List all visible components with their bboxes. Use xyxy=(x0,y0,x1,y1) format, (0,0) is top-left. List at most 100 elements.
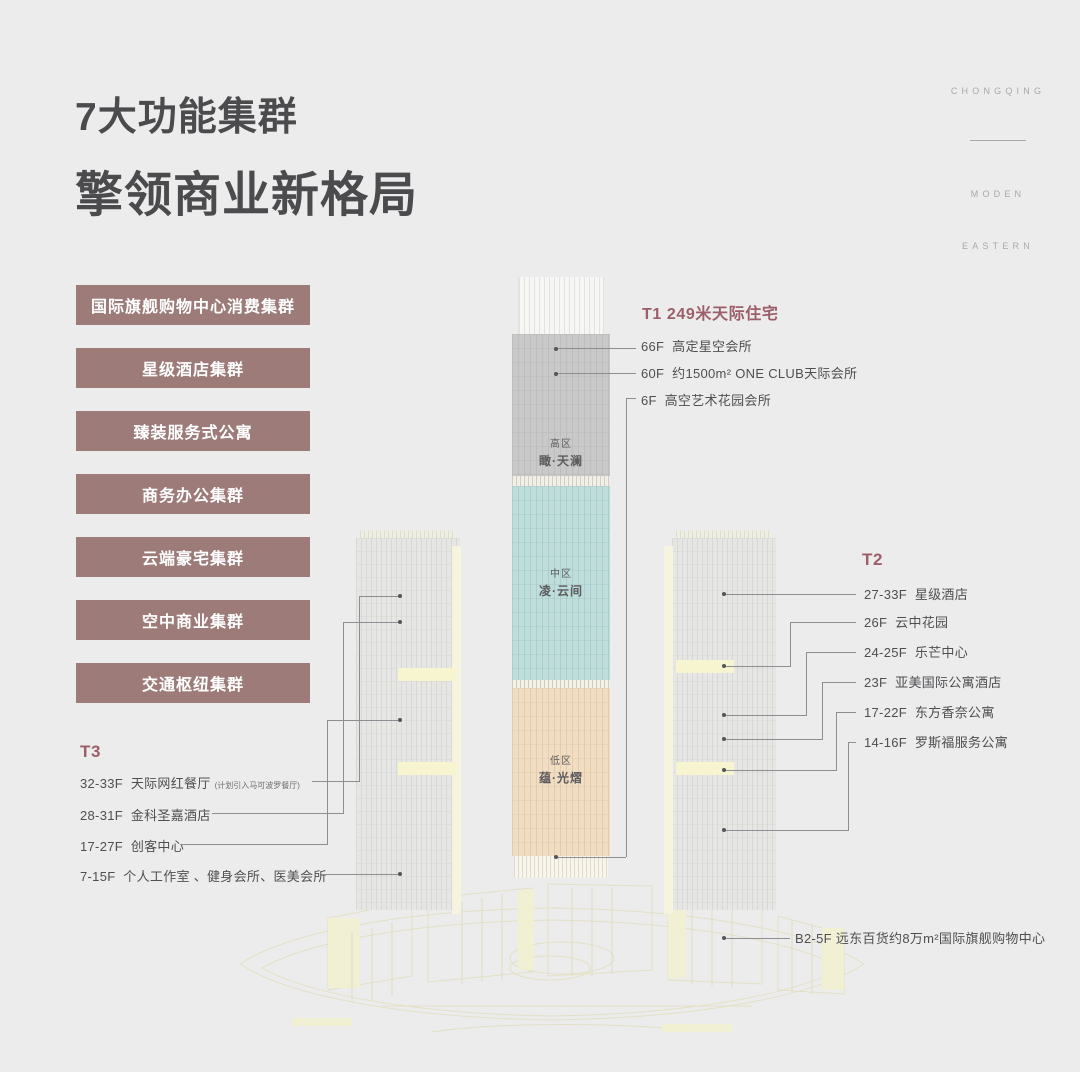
brand-word-chongqing: CHONGQING xyxy=(950,86,1046,96)
t2-leader-dot-5 xyxy=(722,768,726,772)
floor-text: 个人工作室 、健身会所、医美会所 xyxy=(123,869,327,884)
t2-item-4: 23F 亚美国际公寓酒店 xyxy=(864,672,1002,691)
floor-range: 60F xyxy=(641,366,665,381)
t2-leader-line-3b xyxy=(806,652,807,716)
t2-leader-line-5b xyxy=(836,712,837,771)
t1-base xyxy=(514,856,608,878)
t2-tower-edge xyxy=(664,546,673,914)
brand-stack: CHONGQING MODEN EASTERN xyxy=(938,84,1058,253)
t2-leader-dot-4 xyxy=(722,737,726,741)
floor-range: 17-27F xyxy=(80,839,123,854)
t2-leader-line-3a xyxy=(726,715,806,716)
podium-item: B2-5F 远东百货约8万m²国际旗舰购物中心 xyxy=(795,931,1046,946)
t3-item-1: 32-33F 天际网红餐厅 (计划引入马可波罗餐厅) xyxy=(80,773,300,792)
page-title-line-1: 7大功能集群 xyxy=(75,96,298,139)
t2-leader-line-4a xyxy=(726,739,822,740)
t2-leader-line-6a xyxy=(726,830,848,831)
t2-leader-line-2c xyxy=(790,622,856,623)
cluster-item-3[interactable]: 臻装服务式公寓 xyxy=(76,411,310,451)
t1-zone-label-mid: 中区 凌·云间 xyxy=(512,568,610,600)
floor-range: 6F xyxy=(641,393,657,408)
t3-item-4: 7-15F 个人工作室 、健身会所、医美会所 xyxy=(80,866,327,885)
t2-item-2: 26F 云中花园 xyxy=(864,612,948,631)
t2-leader-line-4c xyxy=(822,682,856,683)
t2-leader-line-6b xyxy=(848,742,849,831)
t3-leader-line-4 xyxy=(322,874,399,875)
floor-range: 23F xyxy=(864,675,888,690)
t1-low-zone xyxy=(512,688,610,856)
t3-tower-body xyxy=(356,538,460,910)
t2-leader-dot-1 xyxy=(722,592,726,596)
t2-item-1: 27-33F 星级酒店 xyxy=(864,584,968,603)
zone-name: 瞰·天澜 xyxy=(539,453,583,468)
cluster-item-5[interactable]: 云端豪宅集群 xyxy=(76,537,310,577)
t2-leader-line-2a xyxy=(726,666,790,667)
floor-text: 东方香奈公寓 xyxy=(914,705,995,720)
t1-leader-dot-60f xyxy=(554,372,558,376)
t1-leader-line-60f xyxy=(558,373,636,374)
t1-high-zone xyxy=(512,334,610,476)
cluster-label: 臻装服务式公寓 xyxy=(133,425,253,442)
t3-title: T3 xyxy=(80,742,102,761)
t3-leader-line-1a xyxy=(312,781,360,782)
t3-leader-dot-1 xyxy=(398,594,402,598)
floor-range: 32-33F xyxy=(80,776,123,791)
cluster-item-6[interactable]: 空中商业集群 xyxy=(76,600,310,640)
floor-range: 24-25F xyxy=(864,645,907,660)
t1-leader-line-6f-top xyxy=(626,398,636,399)
t2-leader-line-5c xyxy=(836,712,856,713)
t3-leader-line-2c xyxy=(343,622,399,623)
floor-note: (计划引入马可波罗餐厅) xyxy=(214,781,300,790)
t2-leader-dot-2 xyxy=(722,664,726,668)
t2-item-5: 17-22F 东方香奈公寓 xyxy=(864,702,995,721)
cluster-label: 云端豪宅集群 xyxy=(141,551,244,568)
cluster-item-2[interactable]: 星级酒店集群 xyxy=(76,348,310,388)
brand-divider xyxy=(970,140,1026,141)
cluster-item-7[interactable]: 交通枢纽集群 xyxy=(76,663,310,703)
t3-leader-line-3a xyxy=(180,844,328,845)
t2-leader-line-1 xyxy=(726,594,856,595)
t2-accent-band-2 xyxy=(676,762,734,775)
floor-range: 14-16F xyxy=(864,735,907,750)
cluster-item-1[interactable]: 国际旗舰购物中心消费集群 xyxy=(76,285,310,325)
t1-leader-line-66f xyxy=(558,348,636,349)
cluster-item-4[interactable]: 商务办公集群 xyxy=(76,474,310,514)
cluster-label: 商务办公集群 xyxy=(141,488,244,505)
t3-leader-line-3b xyxy=(327,720,328,845)
t1-leader-line-6f-vertical xyxy=(626,398,627,857)
t2-item-6: 14-16F 罗斯福服务公寓 xyxy=(864,732,1008,751)
floor-text: 罗斯福服务公寓 xyxy=(914,735,1008,750)
t2-title: T2 xyxy=(862,550,884,569)
t1-leader-line-6f-bottom xyxy=(558,857,626,858)
zone-tier: 高区 xyxy=(550,439,572,450)
podium-leader-dot xyxy=(722,936,726,940)
cluster-list: 国际旗舰购物中心消费集群 星级酒店集群 臻装服务式公寓 商务办公集群 云端豪宅集… xyxy=(76,285,310,726)
t1-title: T1 249米天际住宅 xyxy=(642,306,779,323)
zone-tier: 中区 xyxy=(550,569,572,580)
t3-leader-line-1c xyxy=(359,596,399,597)
t3-leader-line-2b xyxy=(343,622,344,814)
t2-leader-line-2b xyxy=(790,622,791,667)
floor-text: 乐芒中心 xyxy=(914,645,969,660)
t2-accent-band-1 xyxy=(676,660,734,673)
podium-line-art xyxy=(239,883,865,1033)
t1-crown xyxy=(518,277,604,334)
floor-range: 7-15F xyxy=(80,869,116,884)
brand-word-eastern: EASTERN xyxy=(962,241,1034,251)
t1-item-66f: 66F 高定星空会所 xyxy=(641,336,752,355)
t3-accent-band-2 xyxy=(398,762,456,775)
floor-text: 天际网红餐厅 xyxy=(130,776,211,791)
t3-item-2: 28-31F 金科圣嘉酒店 xyxy=(80,805,211,824)
brand-word-moden: MODEN xyxy=(970,189,1026,199)
t3-leader-dot-2 xyxy=(398,620,402,624)
t1-item-6f: 6F 高空艺术花园会所 xyxy=(641,390,771,409)
page-title-line-2: 擎领商业新格局 xyxy=(75,169,419,222)
floor-text: 约1500m² ONE CLUB天际会所 xyxy=(672,366,858,381)
t3-leader-dot-3 xyxy=(398,718,402,722)
t1-zone-divider-2 xyxy=(512,680,610,688)
t3-leader-line-2a xyxy=(212,813,344,814)
t3-leader-line-1b xyxy=(359,596,360,782)
t1-leader-dot-66f xyxy=(554,347,558,351)
t1-leader-dot-6f xyxy=(554,855,558,859)
